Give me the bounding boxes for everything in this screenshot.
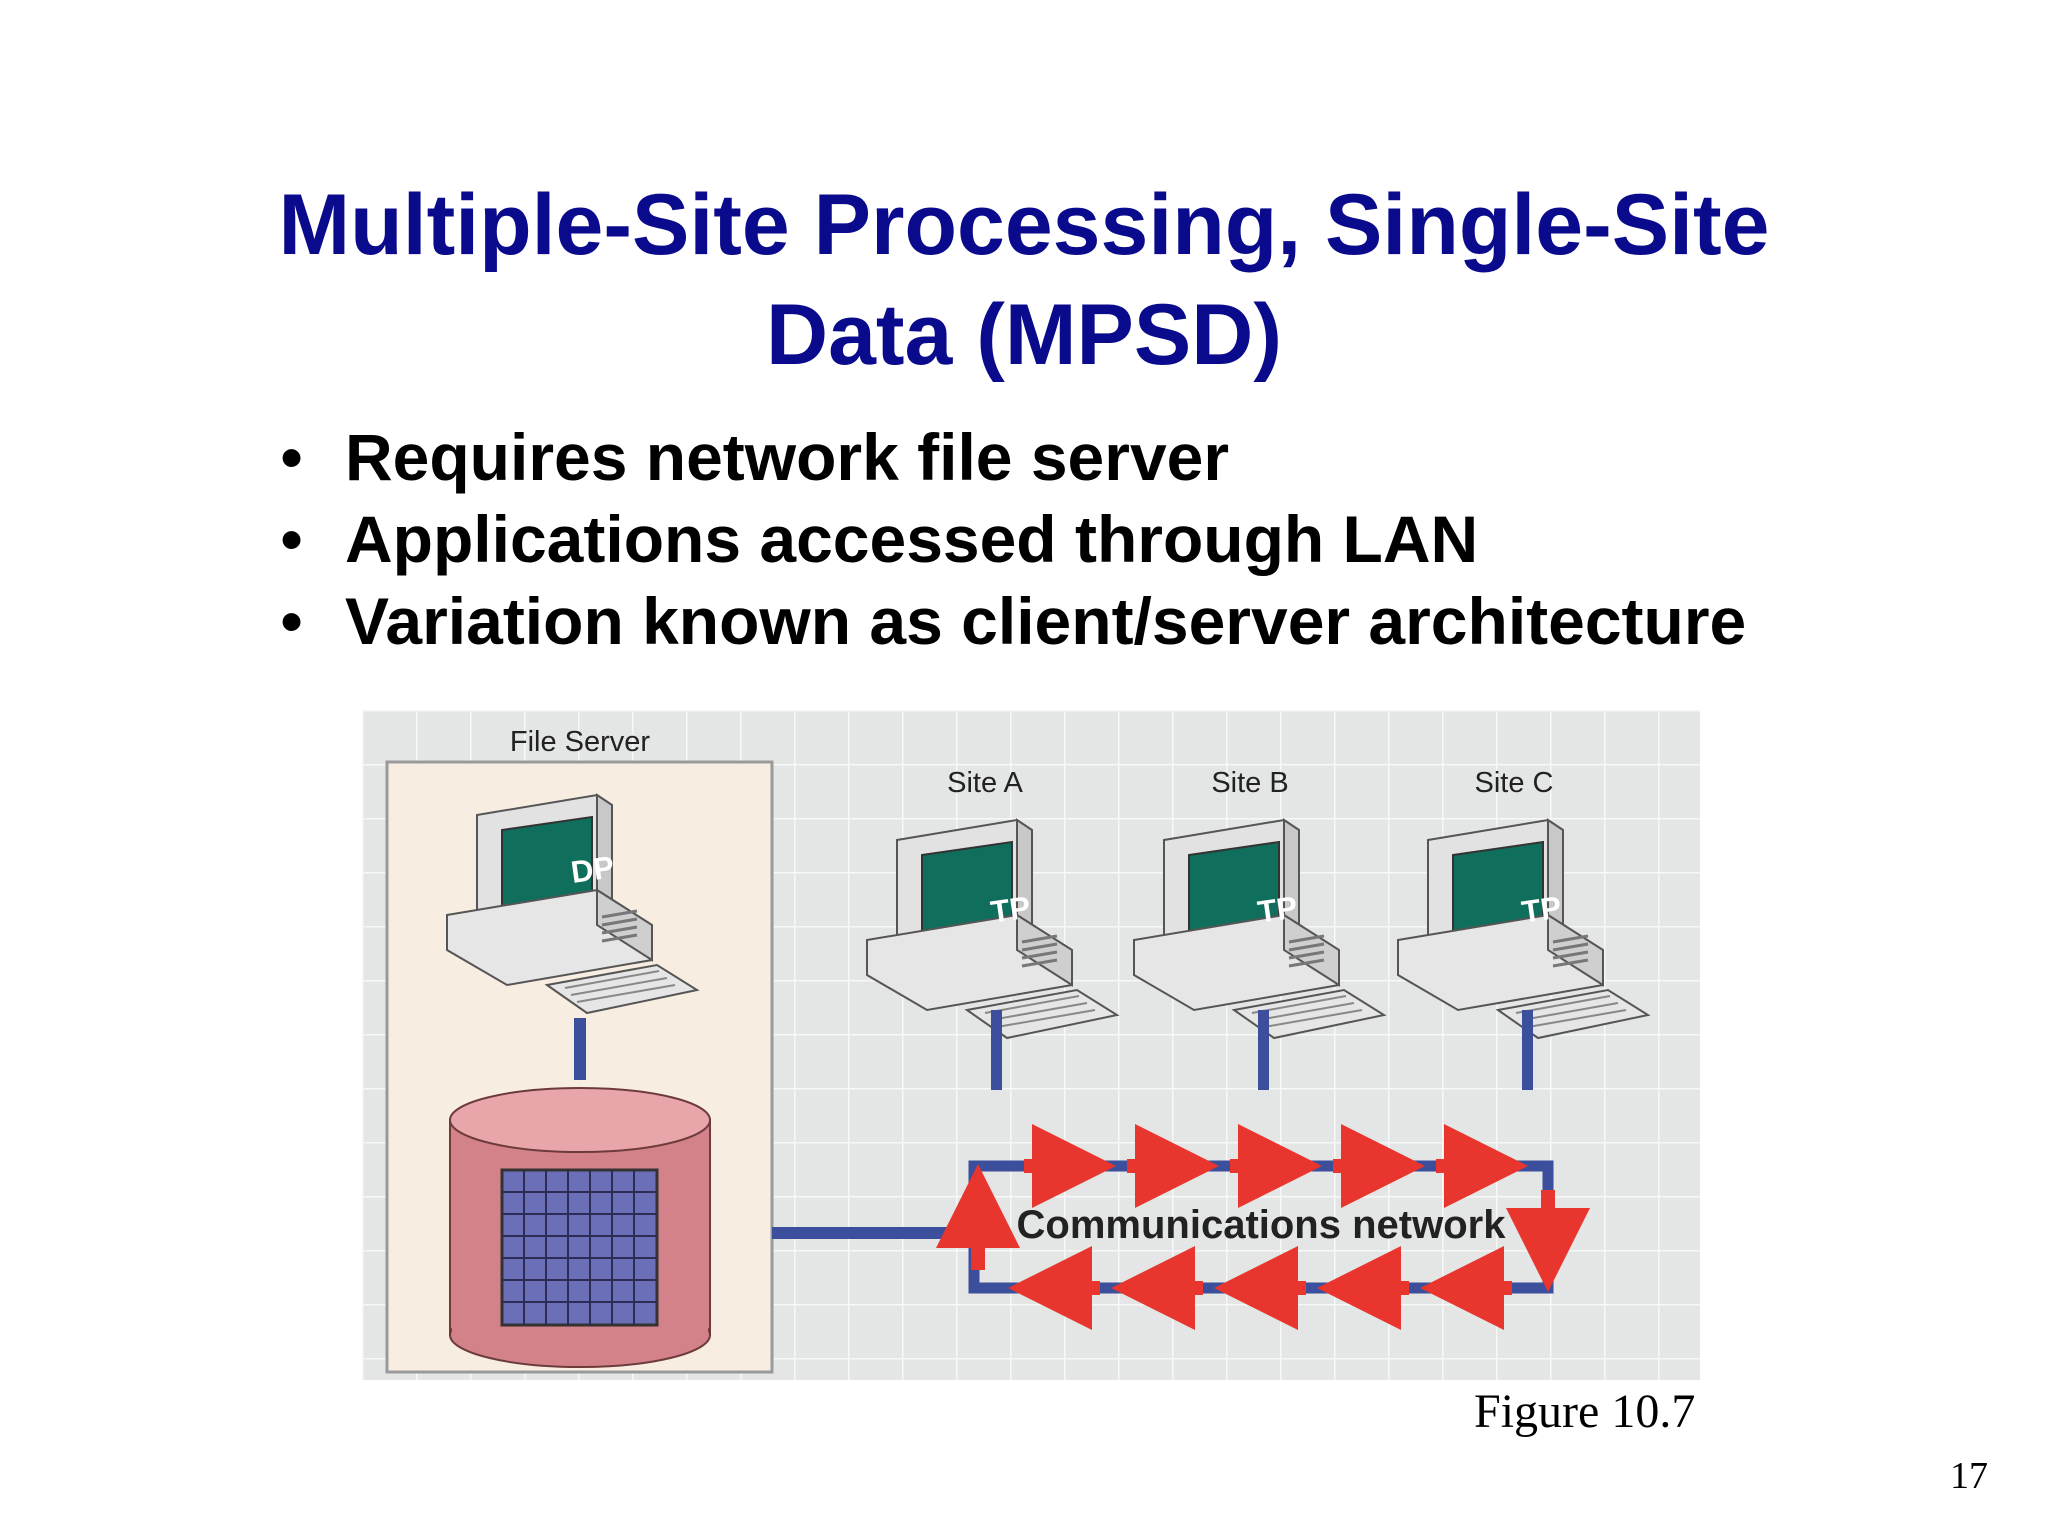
title-line-2: Data (MPSD) <box>765 287 1283 383</box>
figure-caption: Figure 10.7 <box>1474 1385 1696 1438</box>
site-c-label: Site C <box>1475 767 1554 799</box>
site-b-link <box>1258 1010 1269 1090</box>
database-icon <box>449 1087 711 1368</box>
title-line-1: Multiple-Site Processing, Single-Site <box>278 177 1770 273</box>
site-b-label: Site B <box>1211 767 1288 799</box>
bullet-item: Requires network file server <box>280 416 1746 498</box>
network-label: Communications network <box>1017 1203 1507 1247</box>
site-b-screen-label: TP <box>1255 890 1299 930</box>
db-network-link <box>772 1227 957 1239</box>
page-number: 17 <box>1950 1455 1988 1497</box>
site-a-link <box>991 1010 1002 1090</box>
network-flow-arrows <box>936 1124 1590 1330</box>
bullet-item: Applications accessed through LAN <box>280 498 1746 580</box>
server-screen-label: DP <box>569 849 617 890</box>
server-db-link <box>574 1018 586 1080</box>
site-c-link <box>1522 1010 1533 1090</box>
site-a-screen-label: TP <box>988 890 1032 930</box>
site-a-label: Site A <box>947 767 1023 799</box>
file-server-label: File Server <box>510 726 651 758</box>
site-c-screen-label: TP <box>1519 890 1563 930</box>
bullet-list: Requires network file server Application… <box>280 416 1746 662</box>
bullet-item: Variation known as client/server archite… <box>280 580 1746 662</box>
mpsd-diagram: File Server DP Site A Site B S <box>362 710 1700 1380</box>
slide-title: Multiple-Site Processing, Single-Site Da… <box>0 170 2048 390</box>
